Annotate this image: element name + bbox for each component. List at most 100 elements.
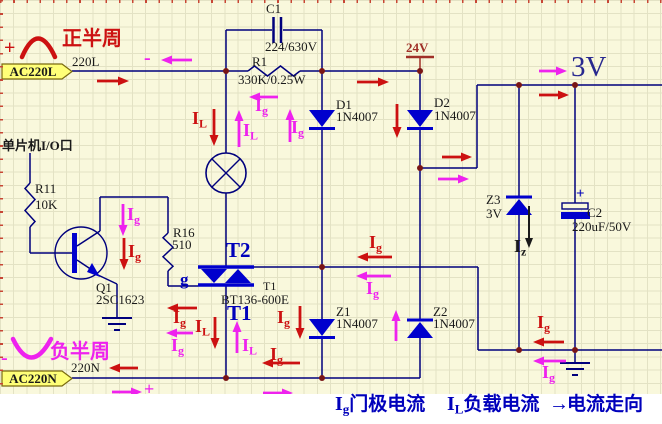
current-label-base: I xyxy=(192,108,200,128)
z3-value: 3V xyxy=(486,206,502,221)
current-arrow-magenta xyxy=(533,356,566,366)
junction-dot xyxy=(417,68,423,74)
triac-symbol xyxy=(198,265,254,287)
current-label-subscript: z xyxy=(521,244,527,259)
current-label-subscript: g xyxy=(549,370,556,385)
z1-designator: Z1 xyxy=(336,304,351,319)
plus-sign-top: + xyxy=(4,37,16,59)
current-label-il: IL xyxy=(243,121,258,141)
current-arrow-red xyxy=(442,152,472,162)
r16-designator: R16 xyxy=(173,225,195,240)
bottom-white-strip xyxy=(0,394,662,424)
current-arrow-red xyxy=(210,317,220,349)
current-label-subscript: g xyxy=(180,315,187,330)
q1-value: 2SC1623 xyxy=(96,292,145,307)
current-label-base: I xyxy=(195,316,203,336)
junction-dot xyxy=(572,82,578,88)
junction-dot xyxy=(516,82,522,88)
capacitor-c2-symbol xyxy=(561,202,590,219)
junction-dot xyxy=(319,264,325,270)
current-label-base: I xyxy=(514,236,522,256)
resistor-r11 xyxy=(23,182,37,228)
junction-dot xyxy=(319,68,325,74)
legend-text: 负载电流 xyxy=(463,394,540,415)
current-label-subscript: g xyxy=(284,315,291,330)
current-arrow-magenta xyxy=(234,110,244,147)
lamp-symbol xyxy=(205,152,247,194)
c1-designator: C1 xyxy=(266,1,282,16)
current-label-il: IL xyxy=(242,336,257,356)
legend-symbol-subscript: g xyxy=(342,401,350,417)
output-3v-label: 3V xyxy=(571,51,607,83)
current-arrow-red xyxy=(119,238,129,270)
z3-designator: Z3 xyxy=(486,192,501,207)
d2-value: 1N4007 xyxy=(434,108,476,123)
current-arrow-magenta xyxy=(232,321,242,353)
diode-z3 xyxy=(506,195,532,215)
plus-sign-bottom: + xyxy=(144,379,155,399)
emitter-arrow xyxy=(87,263,100,277)
junction-dot xyxy=(516,347,522,353)
current-arrow-magenta xyxy=(249,92,278,102)
current-label-iz: Iz xyxy=(514,237,526,257)
z1-value: 1N4007 xyxy=(336,316,378,331)
d2-designator: D2 xyxy=(434,95,450,110)
wire-segment xyxy=(97,274,118,285)
current-label-base: I xyxy=(270,344,278,364)
current-label-base: I xyxy=(366,278,374,298)
legend-gate-current: Ig门极电流 xyxy=(335,394,425,416)
c2-plus-sign: + xyxy=(576,186,585,202)
current-label-ig: Ig xyxy=(127,205,140,225)
diode-d1 xyxy=(309,110,335,130)
legend-symbol: I xyxy=(447,393,455,415)
current-arrow-red xyxy=(357,77,389,87)
current-arrow-red xyxy=(167,303,197,313)
r1-designator: R1 xyxy=(252,54,268,69)
transistor-q1-symbol xyxy=(54,226,108,280)
current-label-ig: Ig xyxy=(369,233,382,253)
junction-dot xyxy=(572,347,578,353)
current-label-base: I xyxy=(277,307,285,327)
current-arrow-red xyxy=(392,104,402,138)
minus-sign-top: - xyxy=(144,47,151,69)
capacitor-c1-symbol xyxy=(272,17,283,43)
r1-value: 330K/0.25W xyxy=(238,72,306,87)
diode-z1 xyxy=(309,319,335,339)
current-label-base: I xyxy=(243,120,251,140)
junction-dot xyxy=(223,375,229,381)
current-label-base: I xyxy=(171,335,179,355)
legend-current-direction: →电流走向 xyxy=(549,394,643,414)
positive-halfwave-symbol xyxy=(19,36,58,60)
current-arrow-magenta xyxy=(118,204,128,236)
current-arrow-red xyxy=(533,337,564,347)
current-arrow-red xyxy=(109,363,138,373)
current-arrow-magenta xyxy=(391,310,401,341)
current-arrow-red xyxy=(209,109,219,146)
positive-half-cycle-label: 正半周 xyxy=(62,28,122,50)
c1-value: 224/630V xyxy=(265,39,317,54)
legend-symbol-subscript: L xyxy=(454,401,464,417)
current-arrow-magenta xyxy=(166,328,193,338)
net-label-220n: 220N xyxy=(71,360,100,375)
junction-dot xyxy=(319,375,325,381)
current-label-subscript: g xyxy=(277,352,284,367)
current-label-base: I xyxy=(173,307,181,327)
t1-value: BT136-600E xyxy=(221,292,289,307)
triac-terminal-t2-label: T2 xyxy=(226,238,251,262)
current-label-base: I xyxy=(242,335,250,355)
current-arrow-magenta xyxy=(161,55,192,65)
ground-symbol xyxy=(560,362,590,376)
legend-text: 电流走向 xyxy=(567,394,644,415)
diode-z2 xyxy=(407,318,433,338)
current-label-subscript: g xyxy=(262,103,269,118)
minus-sign-bottom: - xyxy=(1,347,8,369)
current-arrow-red xyxy=(357,252,392,262)
current-label-subscript: g xyxy=(298,125,305,140)
current-label-base: I xyxy=(542,362,550,382)
current-arrow-red xyxy=(539,90,569,100)
current-arrow-magenta xyxy=(438,174,469,184)
current-label-subscript: L xyxy=(250,128,259,143)
negative-half-cycle-label: 负半周 xyxy=(50,341,110,363)
current-label-base: I xyxy=(128,241,136,261)
